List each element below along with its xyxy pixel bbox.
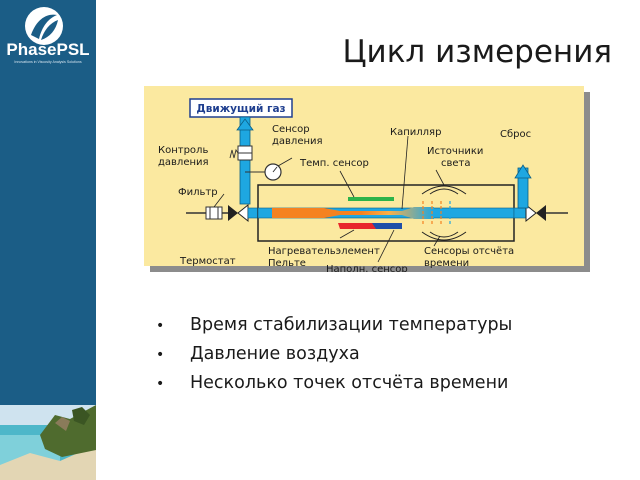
light-sources-label-2: света [441,158,471,169]
capillary-label: Капилляр [390,127,441,138]
pressure-sensor-label-2: давления [272,136,323,147]
bullet-item: • Время стабилизации температуры [156,311,512,340]
inlet-valve [228,205,238,221]
bullet-dot-icon: • [156,318,165,334]
filter-label: Фильтр [178,187,218,198]
light-sources-label: Источники [427,146,483,157]
bullet-list: • Время стабилизации температуры • Давлени… [156,311,512,398]
bullet-text: Время стабилизации температуры [190,315,513,335]
page-title: Цикл измерения [342,34,612,70]
pressure-control-label-2: давления [158,157,209,168]
filter-element [205,206,223,220]
timing-sensors-label: Сенсоры отсчёта [424,246,514,257]
valve-spring [229,148,239,159]
sidebar: PhasePSL Innovations in Viscosity Analys… [0,0,96,480]
bullet-item: • Несколько точек отсчёта времени [156,369,512,398]
brand-name: PhasePSL [6,40,90,59]
timing-sensors-label-2: времени [424,258,469,269]
release-label: Сброс [500,129,531,140]
measurement-cycle-diagram: Движущий газ Контроль [144,86,590,272]
bullet-item: • Давление воздуха [156,340,512,369]
bullet-text: Давление воздуха [190,344,360,364]
light-sources [421,185,467,195]
bullet-dot-icon: • [156,347,165,363]
driving-gas-label: Движущий газ [196,103,285,115]
sample-orange [272,207,434,219]
pressure-control-label: Контроль [158,145,208,156]
brand-tagline: Innovations in Viscosity Analysis Soluti… [14,60,82,64]
bullet-dot-icon: • [156,376,165,392]
temp-sensor-label: Темп. сенсор [299,158,369,169]
release-valve [536,205,546,221]
phasepsl-logo-icon [25,7,63,45]
pressure-sensor-label: Сенсор [272,124,310,135]
heater-label-2: Пельте [268,258,306,269]
inlet-arrow [236,118,254,131]
temp-sensor-bar [348,197,394,201]
release-arrow [514,164,532,179]
bullet-text: Несколько точек отсчёта времени [190,373,509,393]
fill-sensor-label: Наполн. сенсор [326,264,408,272]
beach-photo [0,405,96,480]
thermostat-label: Термостат [179,256,236,267]
heater-label: Нагревательэлемент [268,246,380,257]
